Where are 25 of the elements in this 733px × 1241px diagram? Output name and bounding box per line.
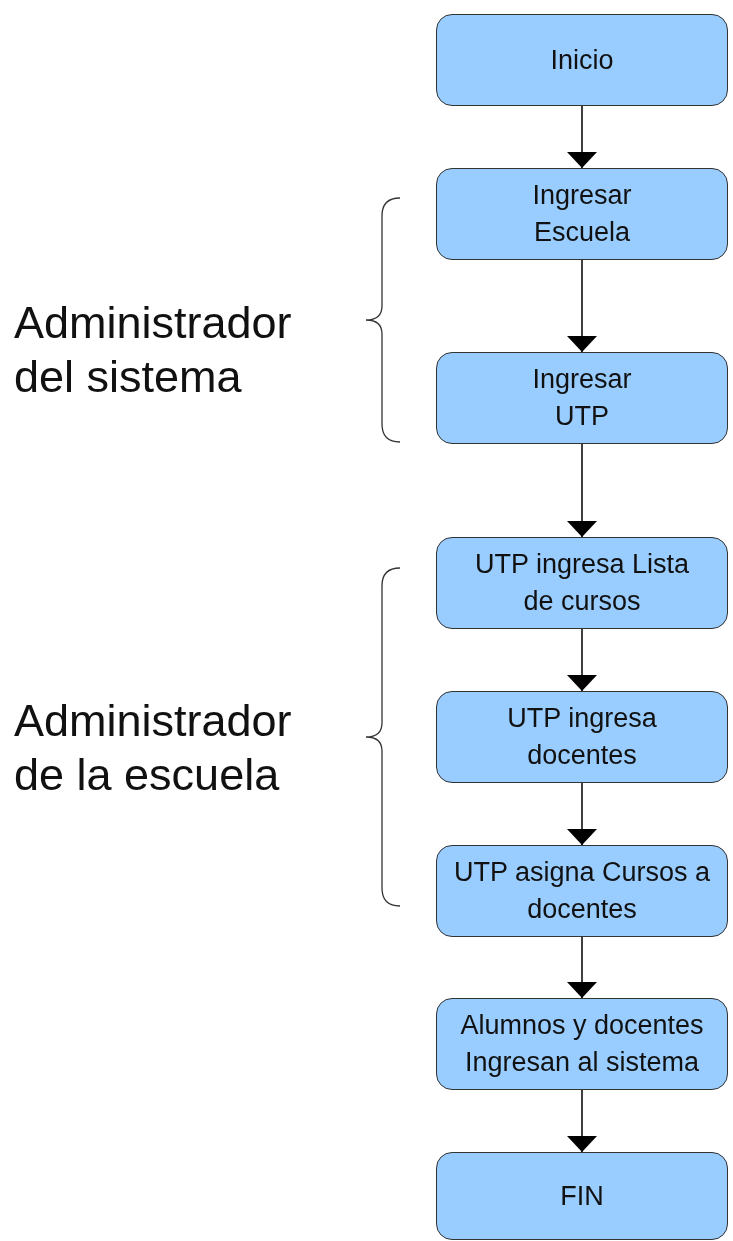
arrow [567, 782, 597, 846]
process-box [436, 998, 728, 1090]
arrow [567, 628, 597, 692]
box-label: Ingresar UTP [531, 363, 633, 433]
box-label: UTP ingresa Lista de cursos [473, 548, 691, 618]
process-box [436, 691, 728, 783]
group-label: Administrador del sistema [14, 296, 293, 404]
box-label: Inicio [550, 43, 614, 77]
process-box [436, 168, 728, 260]
arrow [567, 259, 597, 353]
group-label: Administrador de la escuela [14, 694, 293, 802]
box-label: Alumnos y docentes Ingresan al sistema [459, 1009, 705, 1079]
arrow [567, 443, 597, 538]
box-label: UTP asigna Cursos a docentes [452, 856, 712, 926]
process-box [436, 1152, 728, 1240]
process-box [436, 14, 728, 106]
process-box [436, 845, 728, 937]
arrow [567, 936, 597, 999]
arrow [567, 105, 597, 169]
process-box [436, 537, 728, 629]
process-box [436, 352, 728, 444]
box-label: FIN [560, 1179, 604, 1213]
box-label: UTP ingresa docentes [506, 702, 658, 772]
box-label: Ingresar Escuela [531, 179, 633, 249]
arrow [567, 1089, 597, 1153]
